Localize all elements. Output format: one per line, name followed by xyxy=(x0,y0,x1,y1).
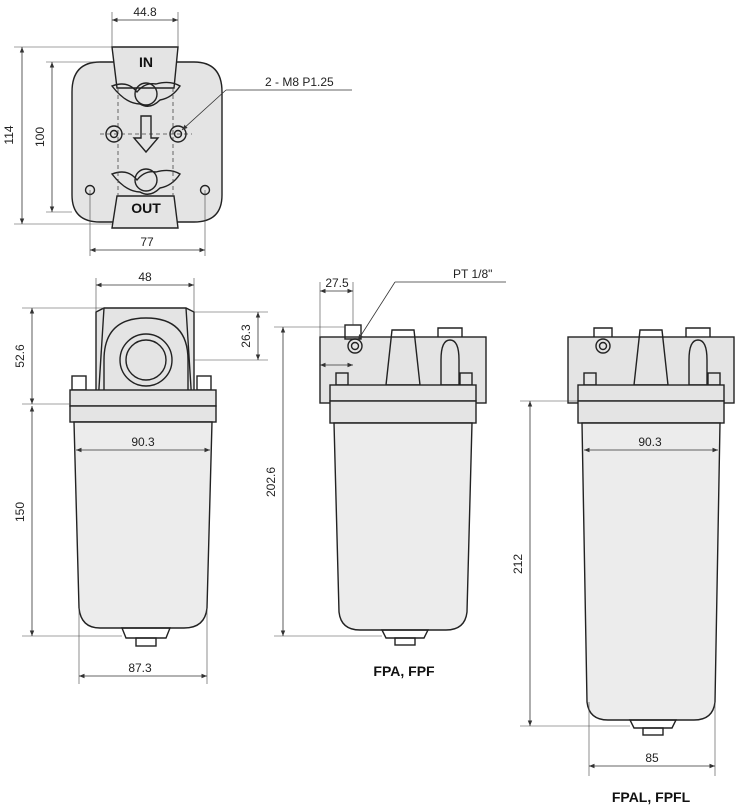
dim-head-width: 48 xyxy=(138,270,152,284)
dim-base-width-long: 85 xyxy=(645,751,659,765)
port-callout: PT 1/8" xyxy=(453,267,492,281)
model-label-short: FPA, FPF xyxy=(373,663,435,679)
side-view-long: 90.3 212 85 FPAL, FPFL xyxy=(511,327,735,805)
dim-port-height: 26.3 xyxy=(239,324,253,348)
front-view: 48 52.6 26.3 150 90.3 87.3 xyxy=(13,270,268,684)
dim-total-height-long: 212 xyxy=(511,554,525,574)
side-view-short: 27.5 PT 1/8" 202.6 FPA, FPF xyxy=(264,267,506,679)
dim-base-width: 87.3 xyxy=(128,661,152,675)
dim-offset: 27.5 xyxy=(325,276,349,290)
dim-height-inner: 100 xyxy=(33,127,47,147)
dim-total-height-short: 202.6 xyxy=(264,467,278,497)
out-label: OUT xyxy=(131,200,161,216)
dim-head-height: 52.6 xyxy=(13,344,27,368)
dim-bowl-width-long: 90.3 xyxy=(638,435,662,449)
in-label: IN xyxy=(139,54,153,70)
model-label-long: FPAL, FPFL xyxy=(612,789,691,805)
dim-bowl-height: 150 xyxy=(13,502,27,522)
dim-width-top: 44.8 xyxy=(133,5,157,19)
dim-bowl-width: 90.3 xyxy=(131,435,155,449)
dim-height-outer: 114 xyxy=(2,125,16,144)
thread-callout: 2 - M8 P1.25 xyxy=(265,75,334,89)
dim-width-bottom: 77 xyxy=(140,235,154,249)
top-view: IN OUT 44.8 114 100 77 2 - M8 P1.25 xyxy=(2,5,352,256)
